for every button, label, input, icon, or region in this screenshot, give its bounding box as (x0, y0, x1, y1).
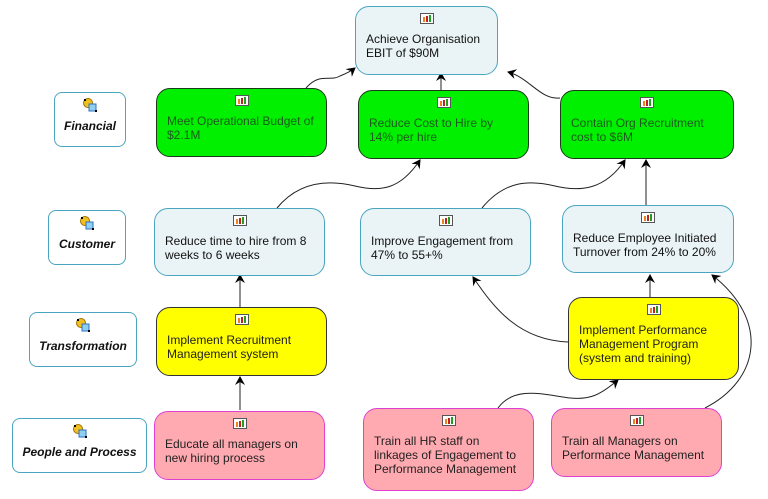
objective-train-managers[interactable]: Train all Managers on Performance Manage… (551, 408, 722, 477)
chart-icon (419, 13, 434, 24)
perspective-icon (80, 216, 94, 230)
chart-icon (441, 415, 456, 426)
objective-text: Reduce Cost to Hire by 14% per hire (369, 116, 494, 144)
objective-text: Implement Recruitment Management system (167, 333, 292, 361)
objective-educate-managers[interactable]: Educate all managers on new hiring proce… (154, 411, 325, 480)
objective-org-recruitment[interactable]: Contain Org Recruitment cost to $6M (560, 90, 734, 159)
objective-text: Train all Managers on Performance Manage… (562, 434, 705, 462)
link-timehire-to-costhire (276, 159, 421, 209)
objective-train-hr-staff[interactable]: Train all HR staff on linkages of Engage… (363, 408, 534, 491)
chart-icon (629, 415, 644, 426)
objective-recruitment-system[interactable]: Implement Recruitment Management system (156, 307, 327, 376)
objective-text: Educate all managers on new hiring proce… (165, 437, 298, 465)
objective-engagement[interactable]: Improve Engagement from 47% to 55+% (360, 208, 531, 276)
chart-icon (232, 418, 247, 429)
chart-icon (234, 314, 249, 325)
link-budget-to-ebit (305, 67, 356, 89)
link-orgrecruit-to-ebit (507, 69, 561, 99)
perspective-customer[interactable]: Customer (48, 210, 126, 265)
objective-budget[interactable]: Meet Operational Budget of $2.1M (156, 88, 327, 157)
objective-text: Contain Org Recruitment cost to $6M (571, 116, 704, 144)
chart-icon (436, 97, 451, 108)
perspective-icon (76, 318, 90, 332)
objective-text: Train all HR staff on linkages of Engage… (374, 434, 517, 476)
objective-text: Improve Engagement from 47% to 55+% (371, 234, 514, 262)
objective-time-to-hire[interactable]: Reduce time to hire from 8 weeks to 6 we… (154, 208, 325, 276)
perspective-label: People and Process (22, 445, 137, 459)
chart-icon (641, 212, 655, 223)
objective-text: Implement Performance Management Program… (579, 323, 708, 365)
perspective-people-and-process[interactable]: People and Process (12, 418, 147, 473)
objective-turnover[interactable]: Reduce Employee Initiated Turnover from … (562, 205, 734, 273)
perspective-label: Transformation (39, 339, 127, 353)
chart-icon (234, 95, 249, 106)
chart-icon (646, 304, 661, 315)
objective-cost-to-hire[interactable]: Reduce Cost to Hire by 14% per hire (358, 90, 529, 159)
objective-text: Achieve Organisation EBIT of $90M (366, 32, 481, 60)
link-perfprog-to-engagement (472, 276, 569, 343)
link-engagement-to-orgrecruit (481, 159, 626, 209)
objective-ebit[interactable]: Achieve Organisation EBIT of $90M (355, 6, 498, 75)
perspective-financial[interactable]: Financial (54, 92, 126, 147)
link-trainhr-to-perfprog (497, 379, 619, 409)
link-trainmgr-to-turnover (704, 274, 752, 409)
objective-text: Reduce Employee Initiated Turnover from … (573, 231, 717, 259)
objective-text: Reduce time to hire from 8 weeks to 6 we… (165, 234, 307, 262)
perspective-label: Financial (63, 119, 116, 133)
chart-icon (232, 215, 247, 226)
objective-performance-program[interactable]: Implement Performance Management Program… (568, 297, 739, 380)
perspective-label: Customer (58, 237, 115, 251)
perspective-icon (72, 424, 87, 438)
perspective-transformation[interactable]: Transformation (29, 312, 137, 367)
objective-text: Meet Operational Budget of $2.1M (167, 114, 314, 142)
perspective-icon (83, 98, 97, 112)
chart-icon (640, 97, 654, 108)
chart-icon (438, 215, 453, 226)
